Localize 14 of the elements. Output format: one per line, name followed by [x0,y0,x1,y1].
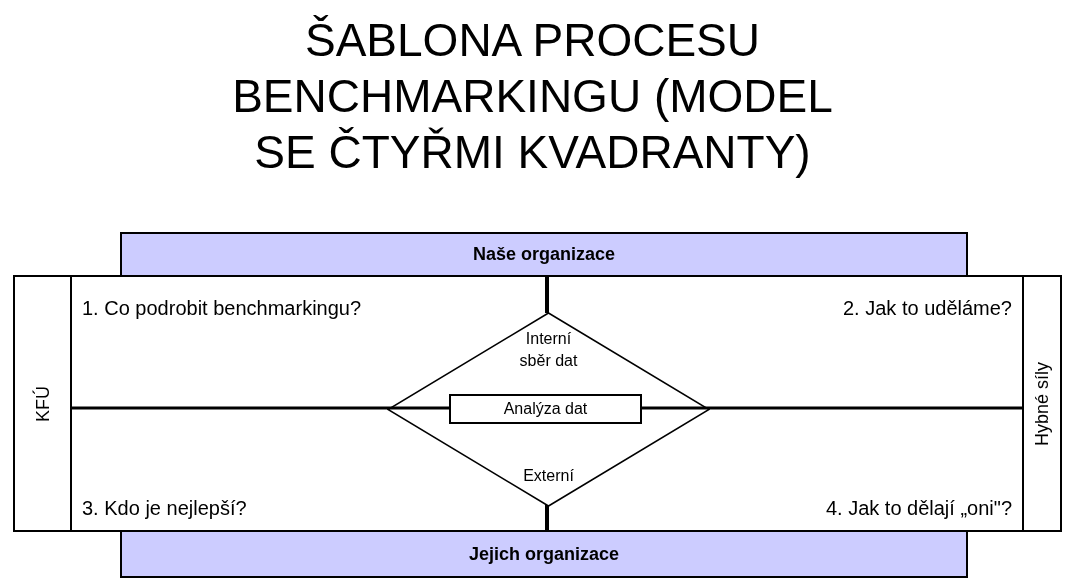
question-text: 2. Jak to uděláme? [843,297,1012,320]
process-box: Analýza dat [449,394,642,424]
side-panel [1022,275,1062,532]
question-text: 4. Jak to dělají „oni"? [825,497,1012,520]
diamond-text: Interní sběr dat [518,329,579,371]
side-label: Hybné síly [1031,361,1053,446]
question-text: 3. Kdo je nejlepší? [82,497,247,520]
side-label: KFÚ [32,385,53,422]
diamond-text: Externí [522,466,575,486]
header-band: Naše organizace [120,232,968,277]
side-panel [13,275,72,532]
question-text: 1. Co podrobit benchmarkingu? [82,297,362,320]
title: ŠABLONA PROCESU BENCHMARKINGU (MODEL SE ČTYŘMI KVADRANTY) [231,13,834,180]
footer-band: Jejich organizace [120,530,968,578]
